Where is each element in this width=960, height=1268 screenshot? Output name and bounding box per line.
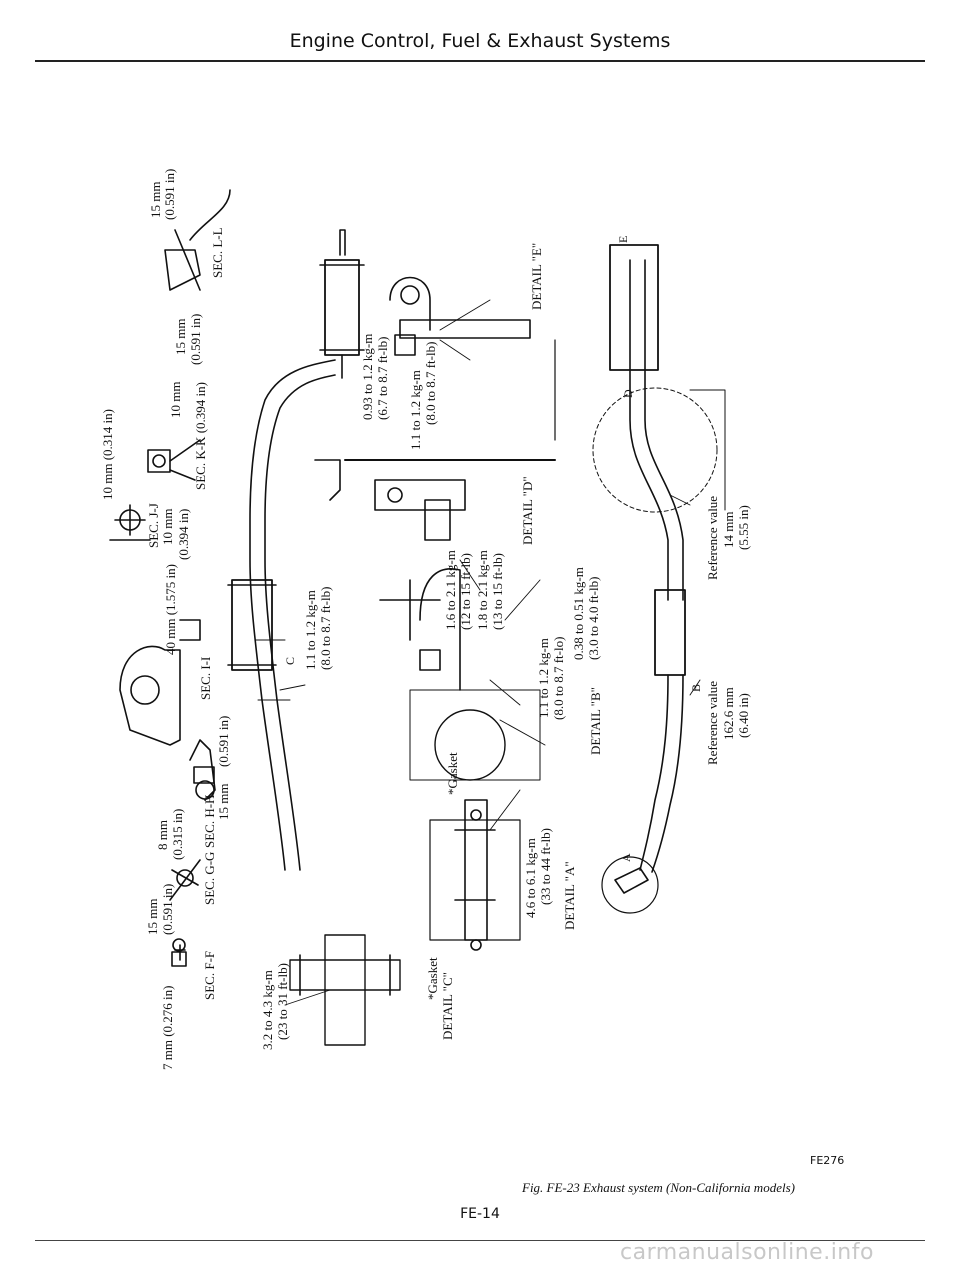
dim-0591-l2-label: (0.591 in) [188, 314, 203, 365]
dim-10mm-k2-label: 10 mm [168, 382, 183, 418]
detail-e-label: DETAIL "E" [529, 243, 544, 310]
reference-circle [592, 387, 726, 513]
dim-8mm-label: 8 mm [155, 820, 170, 850]
sec-hh-label: SEC. H-H [202, 795, 217, 848]
section-ll-drawing [164, 189, 231, 291]
detail-b-drawing [379, 568, 541, 781]
torque-11c-label: 1.1 to 1.2 kg-m [408, 370, 423, 450]
sec-ll-label: SEC. L-L [210, 227, 225, 278]
main-muffler [319, 229, 365, 379]
watermark: carmanualsonline.info [620, 1240, 874, 1265]
tail-pipe-tip [601, 856, 659, 914]
torque-038-label: 0.38 to 0.51 kg-m [571, 567, 586, 660]
dim-7mm-label: 7 mm (0.276 in) [160, 986, 175, 1071]
torque-46-label: 4.6 to 6.1 kg-m [523, 838, 538, 918]
dim-15mm-h-label: 15 mm [216, 784, 231, 820]
detail-c-drawing [289, 934, 401, 1046]
detail-d-label: DETAIL "D" [520, 476, 535, 545]
torque-11a-ft-label: (8.0 to 8.7 ft-lb) [318, 587, 333, 670]
footer-rule [35, 1240, 925, 1241]
torque-18-label: 1.8 to 2.1 kg-m [475, 550, 490, 630]
figure-caption: Fig. FE-23 Exhaust system (Non-Californi… [522, 1180, 795, 1195]
mark-d: D [621, 389, 635, 398]
gasket-a-label: *Gasket [445, 752, 460, 795]
torque-093-ft-label: (6.7 to 8.7 ft-lb) [375, 337, 390, 420]
torque-11b-label: 1.1 to 1.2 kg-m [536, 638, 551, 718]
torque-18-ft-label: (13 to 15 ft-lb) [490, 553, 505, 630]
section-ii-drawing [119, 619, 201, 746]
dim-0394-k1-label: (0.394 in) [176, 509, 191, 560]
ref-value-1-label: Reference value [705, 496, 720, 580]
header-rule [35, 60, 925, 62]
dim-10mm-k1-label: 10 mm [160, 509, 175, 545]
sec-jj-label: SEC. J-J [146, 503, 161, 548]
section-hh-drawing [189, 739, 216, 801]
dim-40mm-label: 40 mm (1.575 in) [163, 564, 178, 655]
mark-b: B [689, 684, 703, 692]
detail-d-drawing [314, 459, 556, 541]
dim-0591-h-label: (0.591 in) [216, 716, 231, 767]
gasket-c-label: *Gasket [425, 957, 440, 1000]
ref-555-label: (5.55 in) [736, 505, 751, 550]
detail-b-label: DETAIL "B" [588, 687, 603, 755]
dim-15mm-l1-label: 15 mm [148, 182, 163, 218]
section-ff-drawing [171, 938, 187, 967]
torque-038-ft-label: (3.0 to 4.0 ft-lb) [586, 577, 601, 660]
mark-c: C [283, 657, 297, 665]
sec-ii-label: SEC. I-I [198, 657, 213, 700]
dim-0591-l1-label: (0.591 in) [162, 169, 177, 220]
mark-a: A [619, 853, 633, 862]
page-number: FE-14 [460, 1206, 500, 1222]
section-jj-drawing [109, 504, 151, 541]
detail-c-label: DETAIL "C" [440, 972, 455, 1040]
ref-14mm-label: 14 mm [721, 512, 736, 548]
sec-gg-label: SEC. G-G [202, 852, 217, 905]
dim-15mm-l2-label: 15 mm [173, 319, 188, 355]
pre-muffler [227, 579, 277, 671]
front-exhaust-tube [249, 359, 336, 871]
ref-value-2-label: Reference value [705, 681, 720, 765]
dim-15mm-f-label: 15 mm [145, 899, 160, 935]
sec-kk-label: SEC. K-K (0.394 in) [193, 382, 208, 490]
sec-ff-label: SEC. F-F [202, 951, 217, 1000]
page-header-title: Engine Control, Fuel & Exhaust Systems [289, 30, 671, 52]
torque-11b-ft-label: (8.0 to 8.7 ft-lo) [551, 637, 566, 720]
detail-a-drawing [429, 799, 521, 951]
torque-16-ft-label: (12 to 15 ft-lb) [458, 553, 473, 630]
torque-16-label: 1.6 to 2.1 kg-m [443, 550, 458, 630]
rotated-labels: 7 mm (0.276 in) 15 mm (0.591 in) SEC. F-… [100, 169, 751, 1070]
detail-a-label: DETAIL "A" [562, 861, 577, 930]
figure-code: FE276 [810, 1154, 845, 1167]
rear-exhaust-pipe [609, 244, 686, 873]
section-kk-drawing [147, 439, 201, 481]
torque-32-label: 3.2 to 4.3 kg-m [260, 970, 275, 1050]
dim-0315-label: (0.315 in) [170, 809, 185, 860]
dim-10mm-j-label: 10 mm (0.314 in) [100, 409, 115, 500]
torque-11c-ft-label: (8.0 to 8.7 ft-lb) [423, 342, 438, 425]
torque-46-ft-label: (33 to 44 ft-lb) [538, 828, 553, 905]
dim-0591-f-label: (0.591 in) [160, 884, 175, 935]
torque-093-label: 0.93 to 1.2 kg-m [360, 334, 375, 420]
ref-640-label: (6.40 in) [736, 693, 751, 738]
detail-e-drawing [389, 276, 556, 441]
torque-11a-label: 1.1 to 1.2 kg-m [303, 590, 318, 670]
section-gg-drawing [169, 859, 201, 901]
torque-32-ft-label: (23 to 31 ft-lb) [275, 963, 290, 1040]
mark-e: E [616, 236, 630, 243]
ref-1626-label: 162.6 mm [721, 687, 736, 740]
